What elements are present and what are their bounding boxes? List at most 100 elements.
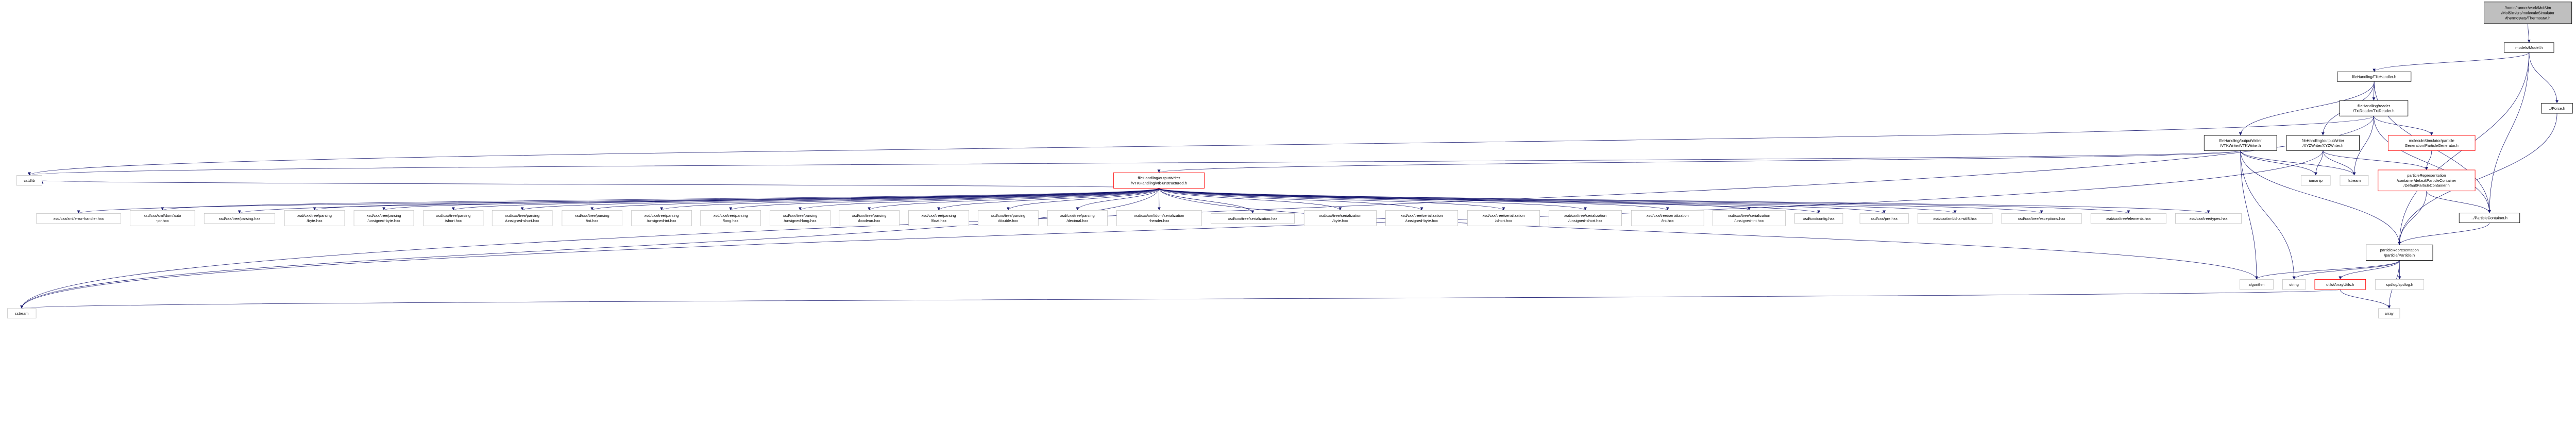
node-label: xsd/cxx/tree/elements.hxx — [2106, 216, 2151, 221]
node-label: xsd/cxx/tree/serialization — [1728, 213, 1770, 218]
node-x_p_ubyte: xsd/cxx/tree/parsing/unsigned-byte.hxx — [353, 210, 414, 226]
edge-txtreader-to-particlegen — [2374, 116, 2433, 136]
node-label: -header.hxx — [1149, 218, 1170, 223]
node-label: /home/runner/work/MolSim — [2505, 6, 2551, 10]
edge-vtkunstr-to-x_p_ushort — [520, 188, 1159, 211]
node-defaultpc[interactable]: particleRepresentation/container/default… — [2378, 169, 2476, 192]
node-spdlog: spdlog/spdlog.h — [2375, 279, 2425, 290]
node-x_s_ushort: xsd/cxx/tree/serialization/unsigned-shor… — [1549, 210, 1622, 226]
node-label: xsd/cxx/tree/parsing — [297, 213, 332, 218]
node-label: particleRepresentation — [2407, 173, 2446, 178]
edge-vtkwriter-to-algorithm — [2240, 150, 2259, 280]
node-label: /unsigned-int.hxx — [647, 218, 676, 223]
edge-vtkunstr-to-x_config — [1159, 188, 1820, 214]
node-label: xsd/cxx/tree/parsing.hxx — [219, 216, 261, 221]
node-box — [1917, 213, 1993, 224]
node-label: xsd/cxx/tree/serialization — [1564, 213, 1606, 218]
node-box — [2387, 135, 2476, 151]
edge-vtkunstr-to-x_p_boolean — [868, 188, 1159, 211]
node-box — [770, 210, 831, 226]
node-x_parsing: xsd/cxx/tree/parsing.hxx — [204, 213, 275, 224]
edge-vtkwriter-to-string — [2240, 150, 2296, 280]
node-cstdlib: cstdlib — [16, 175, 42, 186]
node-label: /DefaultParticleContainer.h — [2403, 183, 2449, 188]
edge-vtkunstr-to-x_s_byte — [1159, 188, 1342, 211]
edge-vtkunstr-to-x_p_byte — [313, 188, 1159, 211]
node-label: /VTKWriter/VTKWriter.h — [2220, 143, 2261, 148]
node-x_autoptr: xsd/cxx/xml/dom/auto-ptr.hxx — [129, 210, 195, 226]
node-label: xsd/cxx/tree/serialization — [1319, 213, 1361, 218]
edge-vtkunstr-to-x_p_ulong — [799, 188, 1159, 211]
edge-vtkwriter-to-particle — [2240, 150, 2401, 245]
edge-vtkunstr-to-x_autoptr — [161, 188, 1159, 211]
node-box — [700, 210, 761, 226]
node-label: /short.hxx — [1495, 218, 1512, 223]
edge-xyzwriter-to-iomanip — [2314, 150, 2324, 176]
node-label: /decimal.hxx — [1066, 218, 1088, 223]
edge-vtkunstr-to-x_s_short — [1159, 188, 1505, 211]
node-root[interactable]: /home/runner/work/MolSim/MolSim/src/mole… — [2484, 2, 2572, 24]
node-label: /XYZWriter/XYZWriter.h — [2302, 143, 2343, 148]
edge-vtkwriter-to-cstdlib — [28, 150, 2241, 176]
node-box — [2175, 213, 2242, 224]
node-x_s_ubyte: xsd/cxx/tree/serialization/unsigned-byte… — [1385, 210, 1458, 226]
node-algorithm: algorithm — [2240, 279, 2274, 290]
node-vtkwriter[interactable]: fileHandling/outputWriter/VTKWriter/VTKW… — [2204, 135, 2277, 151]
edge-vtkunstr-to-cstdlib — [41, 180, 1159, 189]
node-label: xsd/cxx/tree/serialization.hxx — [1228, 216, 1278, 221]
node-sstream: sstream — [7, 308, 37, 319]
node-model[interactable]: models/Model.h — [2504, 42, 2554, 53]
node-box — [978, 210, 1039, 226]
node-x_p_decimal: xsd/cxx/tree/parsing/decimal.hxx — [1047, 210, 1108, 226]
node-particle[interactable]: particleRepresentation/particle/Particle… — [2365, 244, 2433, 261]
node-xyzwriter[interactable]: fileHandling/outputWriter/XYZWriter/XYZW… — [2286, 135, 2360, 151]
edge-vtkunstr-to-x_exceptions — [1159, 188, 2043, 214]
node-label: iomanip — [2309, 178, 2323, 183]
node-txtreader[interactable]: fileHandling/reader/TxtReader/TxtReader.… — [2339, 100, 2409, 116]
node-x_p_ulong: xsd/cxx/tree/parsing/unsigned-long.hxx — [770, 210, 831, 226]
edge-vtkunstr-to-x_charutf8 — [1159, 188, 1957, 214]
node-filehandler[interactable]: fileHandling/FileHandler.h — [2337, 71, 2412, 82]
node-box — [2301, 175, 2331, 186]
edge-force-to-particle — [2398, 113, 2557, 245]
node-box — [1467, 210, 1540, 226]
node-force[interactable]: ../Force.h — [2541, 103, 2573, 114]
node-label: xsd/cxx/pre.hxx — [1871, 216, 1897, 221]
edge-defaultpc-to-particlecontainer — [2426, 191, 2491, 213]
node-box — [839, 210, 900, 226]
node-box — [353, 210, 414, 226]
node-box — [2282, 279, 2306, 290]
node-label: xsd/cxx/tree/parsing — [783, 213, 818, 218]
node-particlecontainer[interactable]: ../ParticleContainer.h — [2459, 213, 2520, 223]
node-arrayutils[interactable]: utils/ArrayUtils.h — [2314, 279, 2366, 290]
node-label: fileHandling/outputWriter — [2302, 138, 2345, 143]
edge-vtkunstr-to-x_p_short — [452, 188, 1159, 211]
node-box — [2541, 103, 2573, 114]
node-box — [1859, 213, 1909, 224]
node-string: string — [2282, 279, 2306, 290]
node-label: /thermostats/Thermostat.h — [2505, 15, 2551, 20]
edge-vtkunstr-to-sstream — [20, 188, 1159, 309]
edge-layer — [20, 23, 2559, 309]
node-particlegen[interactable]: moleculeSimulator/particleGeneration/Par… — [2387, 135, 2476, 151]
node-box — [7, 308, 37, 319]
edge-model-to-filehandler — [2372, 52, 2530, 72]
node-x_p_long: xsd/cxx/tree/parsing/long.hxx — [700, 210, 761, 226]
node-x_pre: xsd/cxx/pre.hxx — [1859, 213, 1909, 224]
node-vtkunstr[interactable]: fileHandling/outputWriter/VTKHandling/vt… — [1113, 172, 1205, 189]
node-x_s_short: xsd/cxx/tree/serialization/short.hxx — [1467, 210, 1540, 226]
node-box — [284, 210, 345, 226]
node-label: xsd/cxx/tree/parsing — [575, 213, 609, 218]
node-label: fileHandling/FileHandler.h — [2352, 74, 2396, 79]
node-label: sstream — [15, 311, 29, 316]
edge-particle-to-arrayutils — [2338, 260, 2400, 280]
node-label: /unsigned-byte.hxx — [368, 218, 400, 223]
edge-particle-to-string — [2292, 260, 2400, 280]
node-box — [2204, 135, 2277, 151]
node-iomanip: iomanip — [2301, 175, 2331, 186]
edge-vtkunstr-to-x_p_int — [590, 188, 1159, 211]
edge-particlecontainer-to-particle — [2398, 223, 2490, 245]
node-label: xsd/cxx/xml/char-utf8.hxx — [1933, 216, 1977, 221]
node-label: /unsigned-long.hxx — [784, 218, 816, 223]
edge-model-to-force — [2529, 52, 2559, 104]
